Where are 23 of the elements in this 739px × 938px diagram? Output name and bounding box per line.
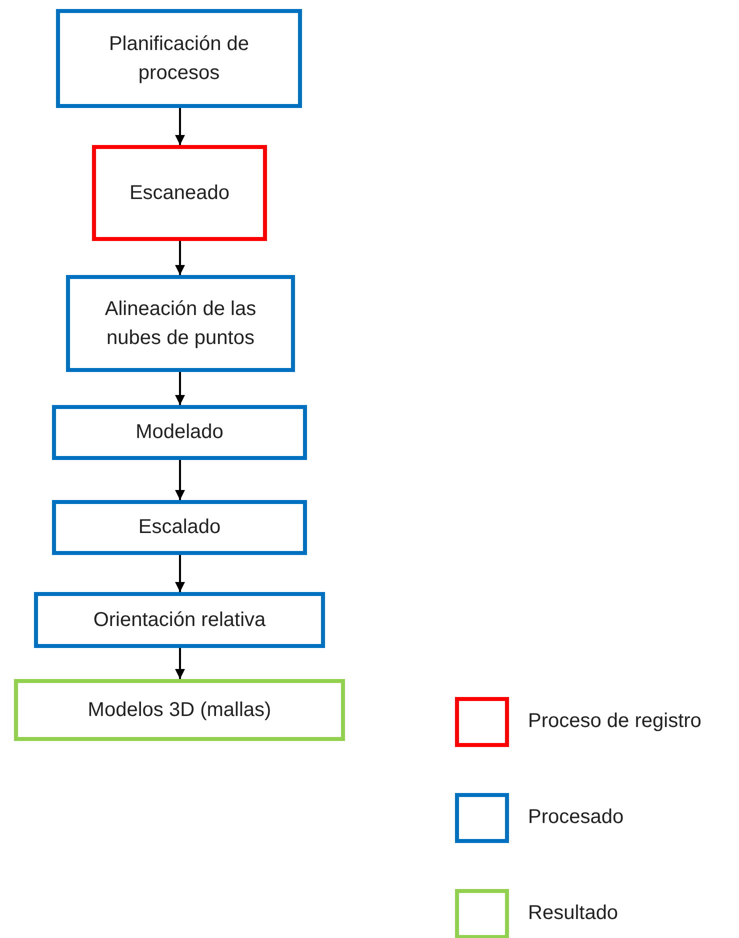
legend-label: Proceso de registro [528,710,702,733]
box-label: Modelos 3D (mallas) [86,698,272,722]
box-label: Orientación relativa [92,608,267,632]
legend-label: Resultado [528,902,618,925]
process-box [14,679,345,741]
arrow [175,648,185,679]
box-label: Alineación de las nubes de puntos [104,296,258,350]
arrow [175,460,185,500]
box-label: Escalado [137,515,222,540]
process-box [52,405,307,460]
process-box [56,9,302,108]
arrow [175,241,185,275]
legend-label: Procesado [528,806,624,829]
box-label: Modelado [134,420,224,445]
box-label: Escaneado [128,180,231,206]
process-box [92,145,267,241]
process-box [34,592,325,648]
box-label: Planificación de procesos [108,32,250,86]
process-box [52,500,307,555]
arrow [175,555,185,592]
arrow [175,108,185,145]
process-box [66,275,295,372]
arrow [175,372,185,405]
